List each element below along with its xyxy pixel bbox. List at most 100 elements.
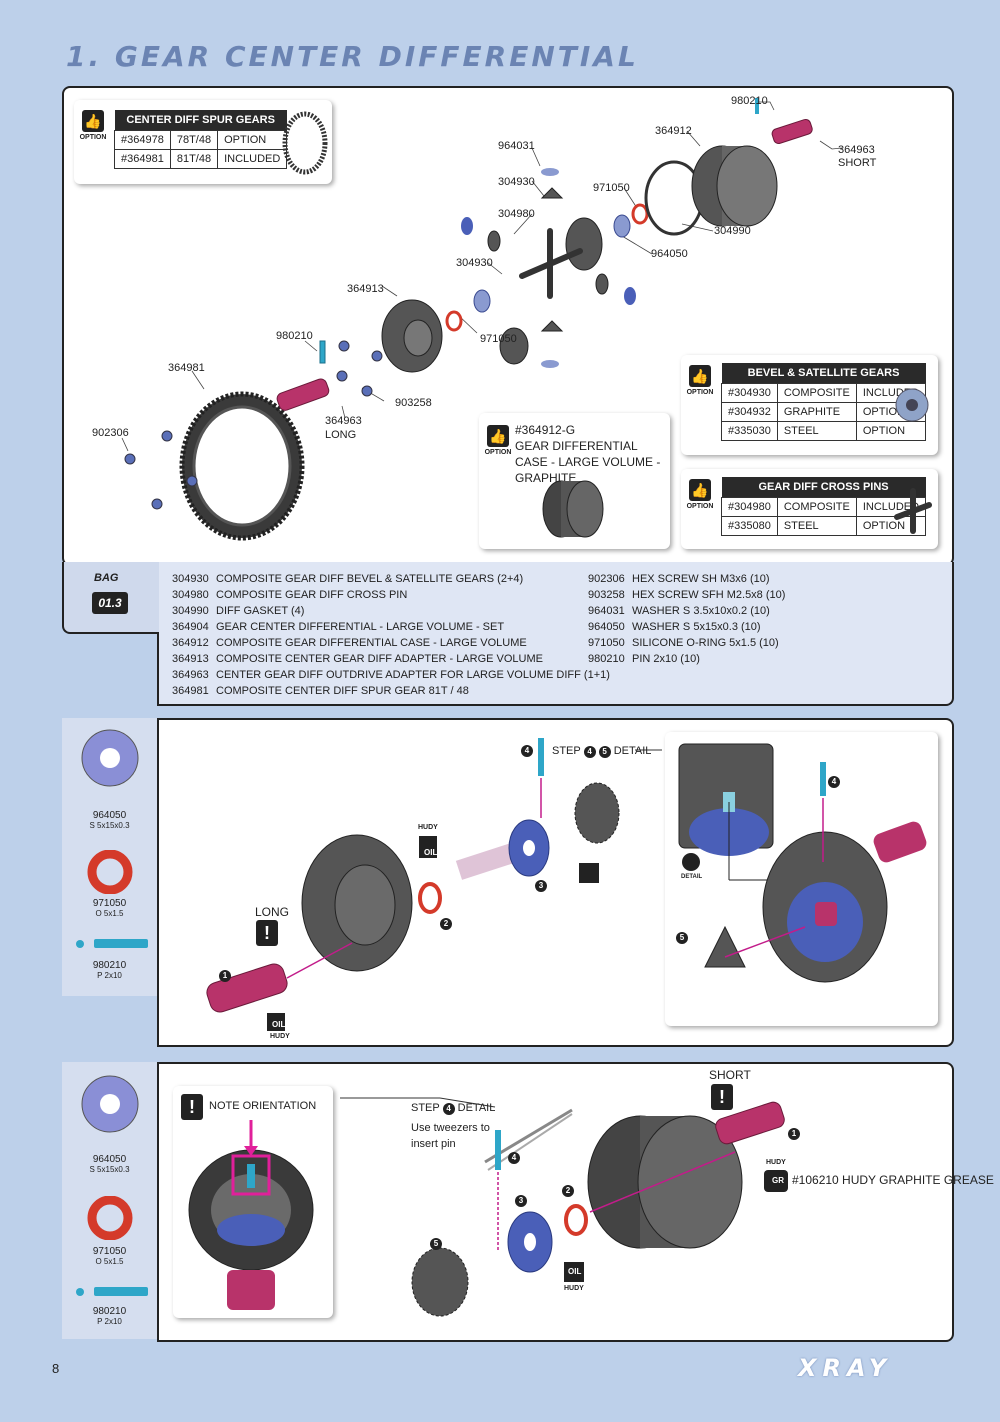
outdrive-long [276,378,330,411]
num-4-marker: 4 [508,1152,520,1164]
bag-tab: BAG 01.3 [62,562,159,634]
hudy-grease-hudy: HUDY [766,1159,786,1166]
bevel-gears-option-box: 👍 OPTION BEVEL & SATELLITE GEARS #304930… [681,355,938,455]
label-971050-b: 971050 [480,333,517,345]
page-title: 1. GEAR CENTER DIFFERENTIAL [66,40,639,73]
num-5-detail: 5 [676,932,688,944]
table-row: #335030 STEEL OPTION [721,421,927,441]
page-number: 8 [52,1361,60,1376]
detail-icon-label: DETAIL [681,874,703,880]
label-364912: 364912 [655,125,692,137]
label-short: SHORT [838,157,877,169]
short-label: SHORT [709,1068,751,1082]
oil-label: OIL [424,848,438,857]
num-5-marker: 5 [430,1238,442,1250]
num-5: 5 [598,746,611,758]
table-row: #364981 81T/48 INCLUDED [114,149,288,169]
cross-pin-thumb [894,488,932,534]
thumbs-up-icon: 👍 [689,365,711,387]
thumbs-up-icon: 👍 [82,110,104,132]
num-3-marker: 3 [515,1195,527,1207]
tweezers-note: Use tweezers to insert pin [411,1122,490,1150]
graphite-case-option-box: 👍 OPTION #364912-G GEAR DIFFERENTIAL CAS… [479,413,670,549]
label-964031: 964031 [498,140,535,152]
label-903258: 903258 [395,397,432,409]
spur-gears-option-box: 👍 OPTION CENTER DIFF SPUR GEARS #364978 … [74,100,332,184]
outdrive-short [771,118,813,144]
parts-list-panel [157,562,954,706]
hudy-oil-label: HUDY [418,824,438,831]
spur-gear [179,391,305,541]
label-971050-a: 971050 [593,182,630,194]
note-orientation-box: ! NOTE ORIENTATION [173,1086,333,1318]
label-304980: 304980 [498,208,535,220]
hudy-label-2: HUDY [270,1033,290,1040]
detail-diagram [678,743,927,983]
label-364913: 364913 [347,283,384,295]
bevel-gears-thumb [895,388,929,422]
hudy-grease-gr: GR [772,1176,784,1185]
step4-detail-title: STEP 4 DETAIL [411,1102,496,1115]
note-orientation-label: NOTE ORIENTATION [209,1100,317,1112]
spur-gears-header: CENTER DIFF SPUR GEARS [114,110,287,131]
num-1-marker: 1 [788,1128,800,1140]
bag-code: 01.3 [92,592,128,614]
num-4-marker: 4 [521,745,533,757]
step2-diagram [206,738,662,1031]
label-364963-short: 364963 [838,144,875,156]
graphite-case-thumb [542,480,604,538]
bag-label: BAG [94,572,119,584]
num-4: 4 [583,746,596,758]
o-ring-icon [87,1196,133,1240]
num-4-detail: 4 [828,776,840,788]
diff-adapter [381,299,443,373]
label-980210-top: 980210 [731,95,768,107]
oil-label-3: OIL [568,1267,582,1276]
warning-icon: ! [256,920,278,946]
step2-detail-label: STEP 4 5 DETAIL [552,745,652,758]
label-304990: 304990 [714,225,751,237]
label-902306: 902306 [92,427,129,439]
label-304930-b: 304930 [456,257,493,269]
table-row: #364978 78T/48 OPTION [114,130,288,150]
exploded-diagram [121,98,843,541]
label-long: LONG [325,429,357,441]
cross-pin [519,228,583,299]
label-980210-mid: 980210 [276,330,313,342]
hudy-label-3: HUDY [564,1285,584,1292]
num-2-marker: 2 [562,1185,574,1197]
orientation-diagram [188,1120,314,1310]
oil-label-2: OIL [272,1020,286,1029]
pin-icon [76,1287,148,1296]
warning-icon: ! [181,1094,203,1120]
o-ring-icon [87,850,133,894]
label-364981: 364981 [168,362,205,374]
long-label: LONG [255,905,290,919]
cross-pins-option-box: 👍 OPTION GEAR DIFF CROSS PINS #304980 CO… [681,469,938,549]
diff-case [691,145,778,227]
table-row: #304930 COMPOSITE INCLUDED [721,383,927,403]
num-2-marker: 2 [440,918,452,930]
spur-gear-thumb [282,111,328,175]
label-964050: 964050 [651,248,688,260]
brand-logo: XRAY [798,1354,893,1382]
grease-label: #106210 HUDY GRAPHITE GREASE [792,1173,994,1187]
